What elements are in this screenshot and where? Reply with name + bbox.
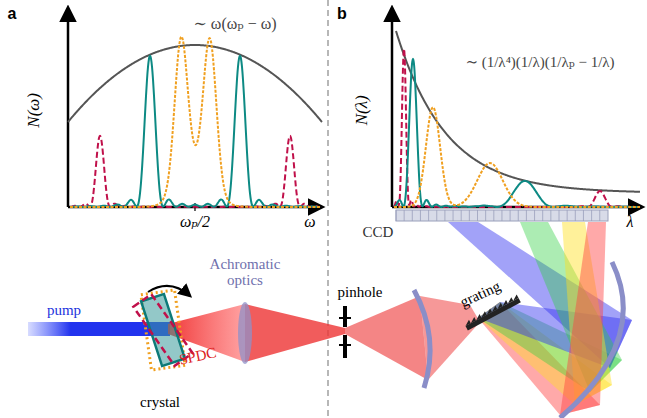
collimating-mirror bbox=[414, 290, 430, 388]
formula: ∼ ω(ωₚ − ω) bbox=[193, 15, 276, 33]
beam-label: pump bbox=[47, 302, 81, 319]
axis-label: N(λ) bbox=[353, 95, 372, 125]
focusing-mirror bbox=[560, 262, 623, 418]
lens bbox=[238, 302, 252, 364]
axis-label: ω bbox=[304, 213, 315, 231]
focused-beam bbox=[245, 304, 345, 362]
detector-label: CCD bbox=[363, 224, 394, 241]
y-axis bbox=[67, 8, 70, 207]
ccd-pixels bbox=[396, 210, 600, 221]
part-label: Achromatic optics bbox=[200, 256, 290, 289]
axis-label: N(ω) bbox=[25, 93, 44, 128]
beam-label: SPDC bbox=[178, 344, 218, 368]
spectra bbox=[68, 31, 640, 207]
rotation-arrow bbox=[148, 286, 190, 296]
tick-label: ωₚ/2 bbox=[180, 213, 210, 231]
axis-label: λ bbox=[627, 213, 634, 231]
part-label: crystal bbox=[140, 394, 180, 411]
ccd-detector bbox=[396, 210, 608, 221]
y-axis bbox=[391, 8, 394, 207]
pinhole-symbol bbox=[339, 306, 351, 358]
part-label: pinhole bbox=[338, 284, 383, 301]
diverging-beam bbox=[345, 296, 428, 380]
formula: ∼ (1/λ⁴)(1/λ)(1/λₚ − 1/λ) bbox=[465, 54, 614, 71]
panel-letter: a bbox=[8, 5, 17, 23]
panel-divider bbox=[327, 0, 328, 418]
panel-letter: b bbox=[337, 5, 347, 23]
red-beam bbox=[560, 222, 606, 415]
